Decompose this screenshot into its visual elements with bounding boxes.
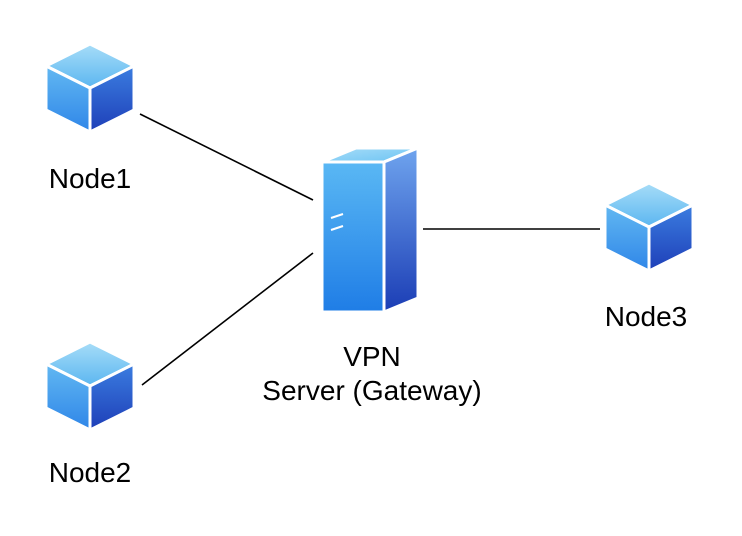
server-slot-2 [330, 225, 344, 231]
node2-cube-icon[interactable] [44, 340, 136, 432]
vpn-server-label-line2: Server (Gateway) [262, 375, 482, 406]
vpn-server-label: VPN Server (Gateway) [232, 340, 512, 408]
node3-cube-icon[interactable] [603, 181, 695, 273]
link-node1-server [139, 113, 314, 201]
vpn-server-label-line1: VPN [343, 341, 401, 372]
node3-label: Node3 [604, 301, 688, 332]
node1-cube-icon[interactable] [44, 42, 136, 134]
link-node2-server [141, 252, 314, 386]
vpn-server-icon[interactable] [320, 146, 420, 314]
server-slot-1 [330, 213, 344, 219]
node2-label: Node2 [48, 457, 132, 488]
node1-label: Node1 [48, 163, 132, 194]
